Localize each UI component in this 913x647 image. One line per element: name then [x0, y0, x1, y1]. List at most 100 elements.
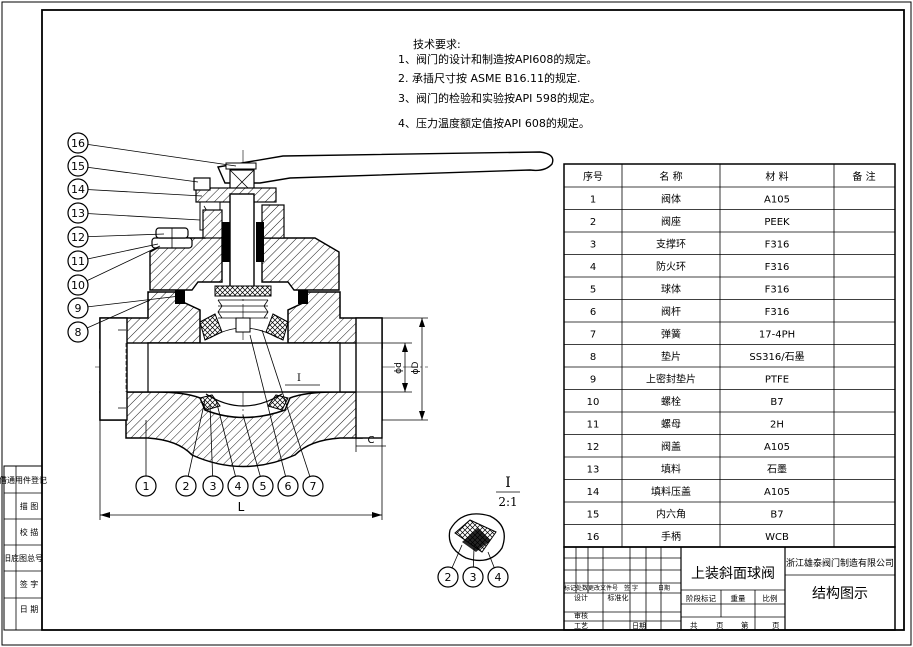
bom-cell-material: B7 [770, 509, 783, 520]
bom-header-name: 名 称 [659, 170, 682, 183]
detail-balloon-2 [437, 566, 459, 588]
bom-cell-material: A105 [764, 194, 790, 205]
bom-cell-name: 球体 [661, 282, 681, 295]
bom-cell-no: 11 [587, 419, 600, 430]
bom-cell-no: 6 [590, 307, 596, 318]
balloon-label: 7 [310, 480, 317, 493]
bom-cell-no: 5 [590, 284, 596, 295]
strip-label-4: 签 字 [20, 579, 39, 589]
valve-section-view [95, 150, 554, 468]
bom-header-material: 材 料 [765, 170, 788, 183]
balloon-label: 4 [235, 480, 242, 493]
strip-label-2: 校 描 [20, 527, 39, 537]
bom-cell-name: 垫片 [661, 350, 681, 363]
strip-label-0: 借通用件登记 [0, 475, 47, 485]
balloon-label: 8 [75, 326, 82, 339]
tb-scale: 比例 [763, 593, 778, 603]
balloon-16 [67, 132, 89, 154]
tb-change-doc: 更改文件号 [588, 584, 618, 592]
tb-company: 浙江雄泰阀门制造有限公司 [786, 557, 894, 569]
detail-view: I 2:1 [448, 475, 520, 562]
dimensions: L ϕd ϕD C I [99, 317, 428, 520]
bom-cell-material: 17-4PH [759, 329, 795, 340]
bom-cell-material: A105 [764, 442, 790, 453]
bom-cell-no: 15 [587, 509, 600, 520]
balloon-9 [67, 297, 89, 319]
bom-cell-no: 9 [590, 374, 596, 385]
bom-row: 5 球体 F316 [590, 282, 790, 295]
balloon-4 [227, 475, 249, 497]
dim-big-d: ϕD [411, 362, 421, 375]
bom-cell-no: 12 [587, 442, 600, 453]
tb-process: 工艺 [574, 622, 588, 630]
bom-cell-no: 14 [587, 487, 600, 498]
bom-cell-name: 阀座 [661, 215, 681, 228]
balloon-label: 11 [71, 255, 85, 268]
balloon-1 [135, 475, 157, 497]
balloon-5 [252, 475, 274, 497]
balloon-label: 15 [71, 160, 85, 173]
tb-sheet-unit: 页 [716, 621, 724, 630]
bom-cell-name: 阀体 [661, 192, 681, 205]
bom-cell-material: A105 [764, 487, 790, 498]
bom-row: 12 阀盖 A105 [587, 440, 790, 453]
bom-cell-material: 石墨 [767, 463, 787, 475]
balloon-14 [67, 178, 89, 200]
bom-cell-no: 13 [587, 464, 600, 475]
balloon-label: 10 [71, 279, 85, 292]
tb-date: 日期 [632, 622, 646, 630]
bom-cell-material: PTFE [765, 374, 789, 385]
tb-page-unit: 页 [772, 621, 780, 630]
tech-req-title: 技术要求: [413, 38, 461, 51]
bom-cell-no: 10 [587, 397, 600, 408]
bom-row: 15 内六角 B7 [587, 507, 784, 520]
tb-count: 处数 [576, 584, 588, 592]
bom-cell-name: 阀盖 [661, 440, 681, 453]
bom-cell-material: F316 [765, 239, 790, 250]
strip-label-3: 旧底图总号 [3, 553, 43, 563]
tb-drawing-title: 结构图示 [812, 586, 868, 602]
detail-balloon-4 [487, 566, 509, 588]
dim-length: L [238, 500, 245, 514]
bom-cell-name: 防火环 [656, 260, 686, 273]
bom-cell-material: F316 [765, 262, 790, 273]
balloon-label: 9 [75, 302, 82, 315]
bom-cell-material: SS316/石墨 [749, 351, 804, 363]
bom-cell-no: 16 [587, 532, 600, 543]
bom-header-note: 备 注 [852, 170, 875, 183]
bom-header-no: 序号 [583, 170, 603, 183]
bom-row: 14 填料压盖 A105 [587, 485, 790, 498]
bom-cell-name: 手柄 [661, 530, 681, 543]
bom-cell-name: 内六角 [656, 507, 686, 520]
bom-cell-material: PEEK [764, 217, 790, 228]
bom-cell-name: 螺栓 [661, 395, 681, 408]
tb-weight: 重量 [731, 594, 746, 603]
balloon-label: 6 [285, 480, 292, 493]
tb-sign: 签 字 [624, 584, 638, 592]
balloon-7 [302, 475, 324, 497]
tech-req-item-4: 4、压力温度额定值按API 608的规定。 [398, 116, 590, 130]
bom-cell-no: 7 [590, 329, 596, 340]
tech-req-item-1: 1、阀门的设计和制造按API608的规定。 [398, 52, 597, 66]
bom-cell-name: 填料压盖 [651, 485, 691, 498]
tb-stage-mark: 阶段标记 [686, 593, 716, 603]
dim-socket: C [368, 435, 375, 446]
bom-cell-material: 2H [770, 419, 784, 430]
title-block: 标记 处数 更改文件号 签 字 日期 设计 标准化 审核 工艺 日期 上装斜面球… [563, 546, 896, 631]
technical-requirements: 技术要求: 1、阀门的设计和制造按API608的规定。 2. 承插尺寸按 ASM… [398, 38, 601, 130]
bom-cell-material: WCB [765, 532, 789, 543]
detail-balloon-label: 2 [445, 571, 452, 584]
tb-total: 共 [690, 621, 698, 630]
handle [216, 151, 554, 184]
tb-page: 第 [741, 620, 749, 630]
bom-cell-no: 3 [590, 239, 596, 250]
bom-cell-material: F316 [765, 284, 790, 295]
bom-cell-name: 弹簧 [661, 327, 681, 340]
